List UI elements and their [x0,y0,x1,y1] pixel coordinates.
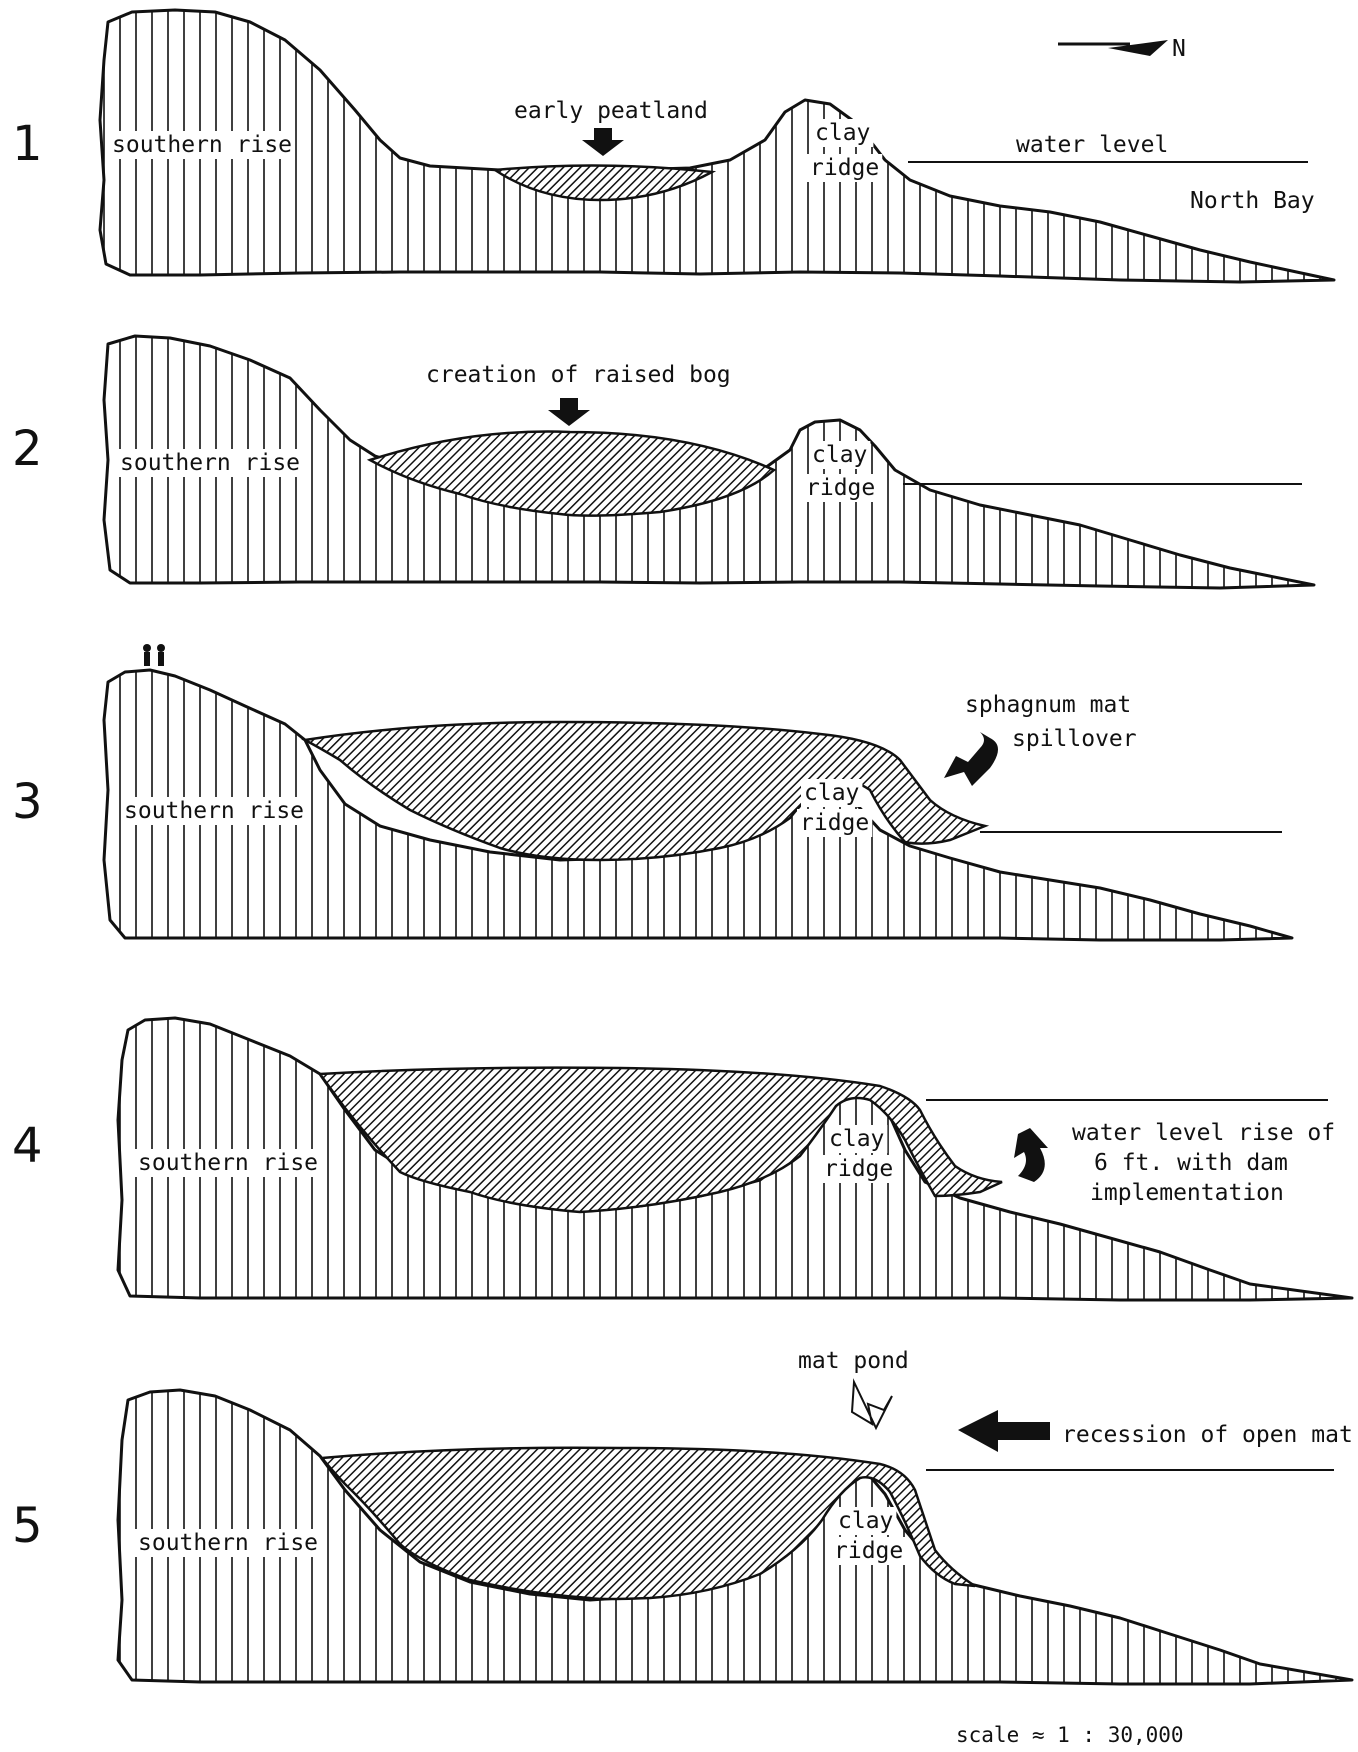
water-level-label: water level [1016,132,1168,158]
north-bay-label: North Bay [1190,188,1315,214]
scale-label: scale ≈ 1 : 30,000 [956,1723,1184,1747]
stage-3: 3 southern rise clay ridge sphagnum mat … [12,644,1292,940]
southern-rise-label: southern rise [120,450,300,476]
ridge-label: ridge [806,475,875,501]
southern-rise-label: southern rise [138,1150,318,1176]
clay-label: clay [804,780,859,806]
clay-label: clay [812,442,867,468]
water-rise-label-line2: 6 ft. with dam [1094,1150,1288,1176]
ridge-label: ridge [800,810,869,836]
stage-4: 4 southern rise clay ridge water level r… [12,1018,1352,1300]
southern-rise-label: southern rise [112,132,292,158]
early-peatland-label: early peatland [514,98,708,124]
mat-pond-arrow-icon [852,1382,892,1428]
left-arrow-icon [958,1410,1050,1452]
stage-2: 2 southern rise clay ridge creation of r… [12,336,1314,588]
mat-pond-label: mat pond [798,1348,909,1374]
stage-5: 5 southern rise clay ridge mat pond rece… [12,1347,1356,1684]
ridge-label: ridge [810,155,879,181]
stage-number: 1 [12,116,43,172]
curved-arrow-icon [944,732,998,786]
water-rise-label-line1: water level rise of [1072,1120,1335,1146]
clay-label: clay [838,1508,893,1534]
water-rise-label-line3: implementation [1090,1180,1284,1206]
clay-label: clay [815,120,870,146]
spillover-label-line2: spillover [1012,726,1137,752]
stage-number: 3 [12,774,43,830]
north-arrow-head [1108,40,1168,56]
curved-arrow-icon [1014,1128,1048,1182]
stage-number: 2 [12,421,43,477]
raised-bog-label: creation of raised bog [426,362,731,388]
ridge-label: ridge [834,1538,903,1564]
southern-rise-label: southern rise [124,798,304,824]
down-arrow-icon [548,398,590,426]
north-arrow: N [1058,35,1189,63]
stage-number: 4 [12,1118,43,1174]
recession-label: recession of open mat [1062,1422,1353,1448]
down-arrow-icon [582,128,624,156]
hikers-icon [143,644,165,666]
southern-rise-label: southern rise [138,1530,318,1556]
ridge-label: ridge [824,1156,893,1182]
stage-number: 5 [12,1498,43,1554]
clay-label: clay [829,1126,884,1152]
spillover-label-line1: sphagnum mat [965,692,1131,718]
north-label: N [1172,36,1186,62]
